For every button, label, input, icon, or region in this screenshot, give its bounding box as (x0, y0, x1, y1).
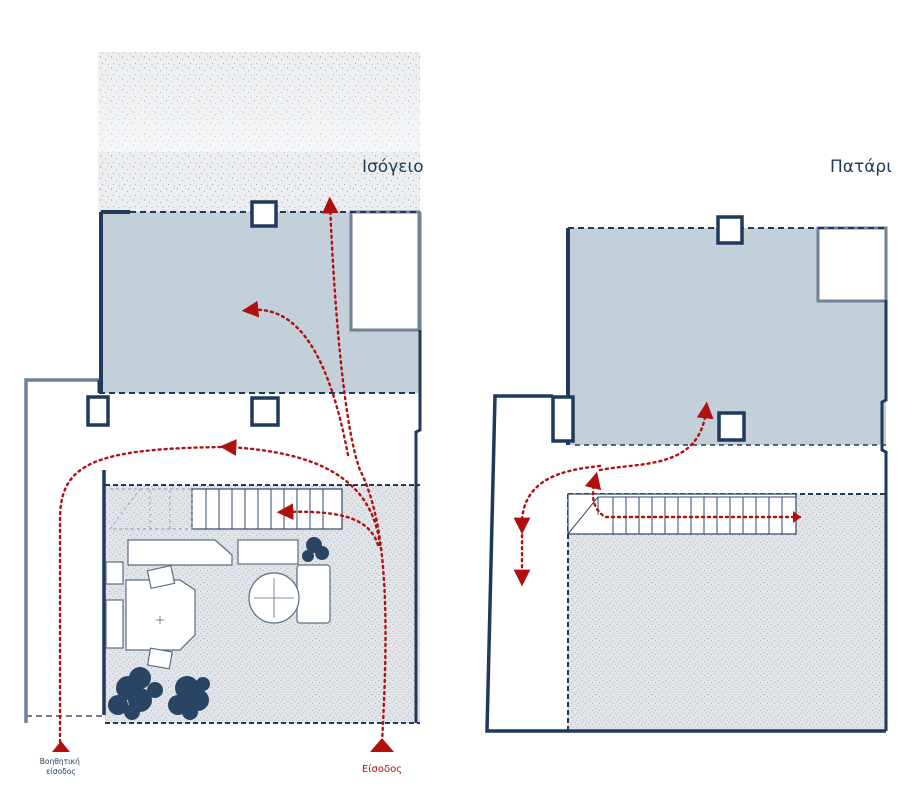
route-to-upper (219, 439, 382, 547)
service-entrance-label: Βοηθητική είσοδος (40, 757, 82, 776)
entrance-arrow-icon (370, 738, 394, 752)
column-icon (250, 396, 280, 427)
stair-icon (109, 488, 343, 530)
column-icon (86, 395, 110, 427)
circulation-routes (58, 196, 387, 744)
mezzanine-wall-east (880, 228, 888, 731)
mezzanine-outer-wall (485, 394, 886, 733)
column-icon (716, 215, 744, 245)
service-entrance-line-2: είσοδος (46, 767, 76, 776)
ground-floor-plan: Ισόγειο Είσοδος Βοηθητική είσοδος (24, 52, 424, 776)
route-mezzanine-down (513, 464, 602, 587)
route-mezzanine-up (598, 401, 714, 472)
entrance-arrow-icon (52, 741, 70, 752)
route-arrowhead-icon (793, 511, 801, 523)
mezzanine-title: Πατάρι (830, 157, 892, 177)
mezzanine-plan: Πατάρι (485, 157, 892, 733)
route-service (58, 445, 230, 744)
ground-outer-wall (24, 378, 99, 723)
mezzanine-void (816, 226, 888, 303)
main-entrance-label: Είσοδος (362, 763, 402, 775)
route-stair-up (584, 471, 802, 519)
service-entrance-line-1: Βοηθητική (40, 757, 80, 766)
column-icon (551, 395, 575, 443)
ground-floor-title: Ισόγειο (362, 157, 424, 177)
column-icon (250, 200, 278, 228)
route-main (321, 196, 387, 744)
tree-icon (108, 537, 329, 720)
void-opening (349, 210, 421, 332)
route-to-slab (241, 300, 350, 457)
column-icon (717, 411, 746, 442)
route-to-stair (276, 503, 380, 547)
stair-icon (567, 493, 797, 535)
furniture-group (105, 539, 331, 670)
mezzanine-routes (513, 401, 802, 587)
